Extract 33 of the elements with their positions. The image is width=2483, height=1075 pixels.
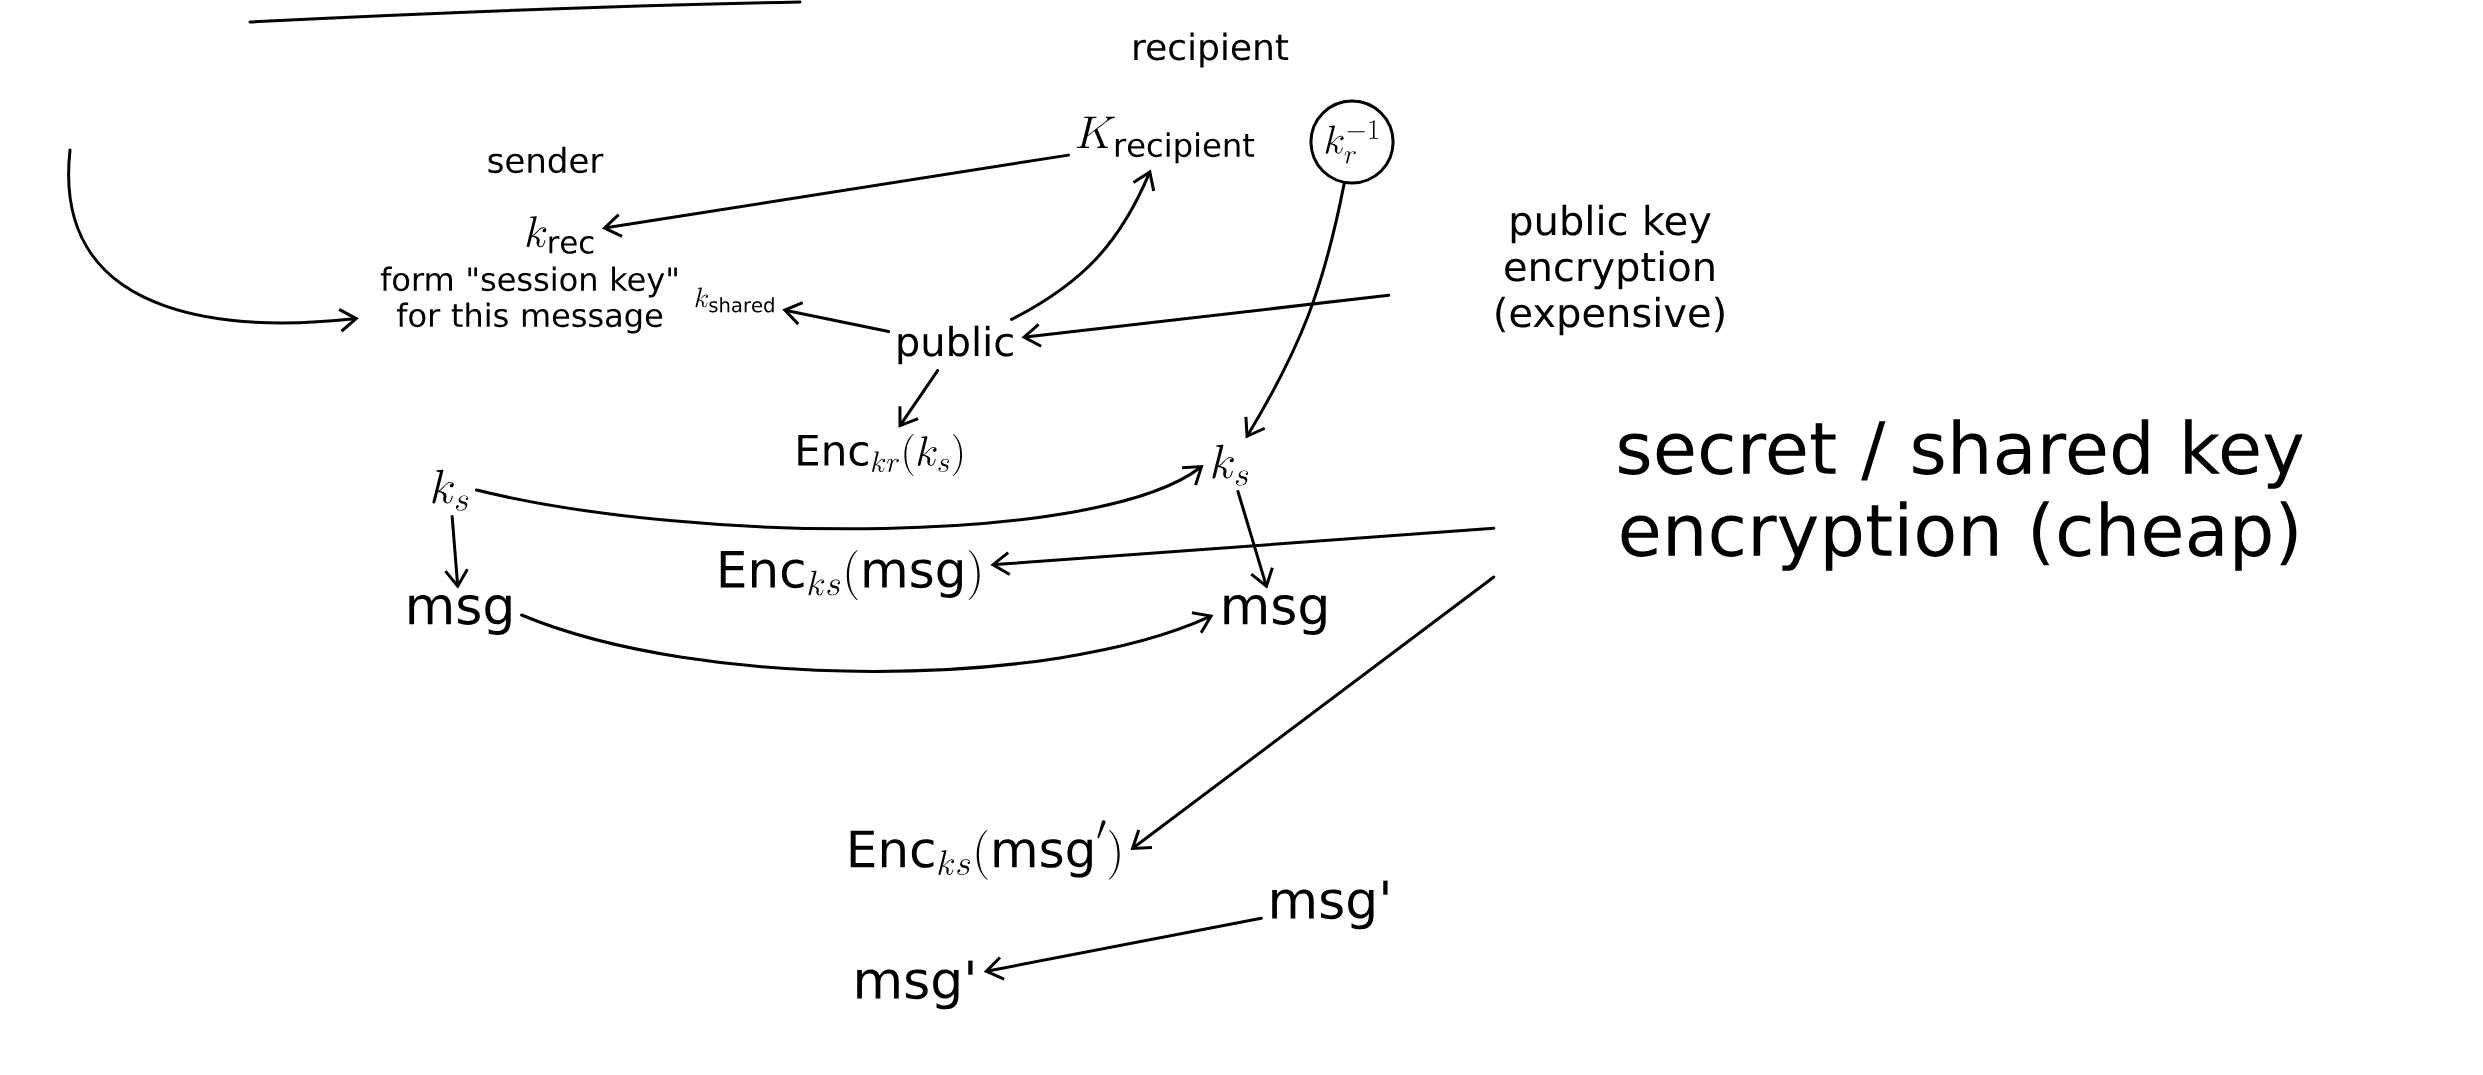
arrow (898, 369, 940, 428)
arrow (601, 153, 1070, 238)
message-label: msg (409, 595, 511, 635)
arrow (983, 916, 1263, 981)
encryption-label: $\mathrm{Enc}_{kr}(k_{s})$ (798, 434, 962, 476)
key-symbol: $k_{s}$ (432, 469, 469, 511)
key-symbol: $K_{\mathrm{recipient}}$ (1076, 116, 1255, 164)
encryption-label: $\mathrm{Enc}_{ks}(\mathrm{msg})$ (720, 550, 980, 600)
handwritten-note: secret / shared key encryption (cheap) (1619, 419, 2303, 571)
arrow (444, 514, 469, 589)
arrow (1244, 182, 1346, 439)
handwritten-note: form "session key" for this message (380, 266, 677, 334)
arrow (1010, 169, 1156, 321)
arrow (520, 611, 1214, 673)
arrow (474, 465, 1204, 530)
arrow (990, 526, 1496, 576)
handwritten-label: sender (488, 146, 604, 174)
key-symbol: $k_{\mathrm{rec}}$ (526, 216, 594, 254)
handwritten-label: public (898, 325, 1013, 365)
arrow (1021, 293, 1391, 348)
handwritten-label: recipient (1134, 32, 1289, 68)
message-label: msg (1224, 595, 1326, 635)
circled-key: $k^{-1}_{r}$ (1309, 99, 1395, 185)
message-label: msg' (1272, 880, 1388, 930)
message-label: msg' (857, 960, 973, 1010)
arrow (67, 148, 359, 333)
key-symbol: $k_{\mathrm{shared}}$ (695, 287, 774, 313)
arrow (782, 301, 891, 333)
arrow (1236, 489, 1274, 589)
encryption-label: $\mathrm{Enc}_{ks}(\mathrm{msg}')$ (850, 820, 1120, 880)
key-symbol: $k_{s}$ (1212, 444, 1249, 486)
arrow (1130, 575, 1496, 850)
handwritten-note: public key encryption (expensive) (1496, 204, 1724, 336)
